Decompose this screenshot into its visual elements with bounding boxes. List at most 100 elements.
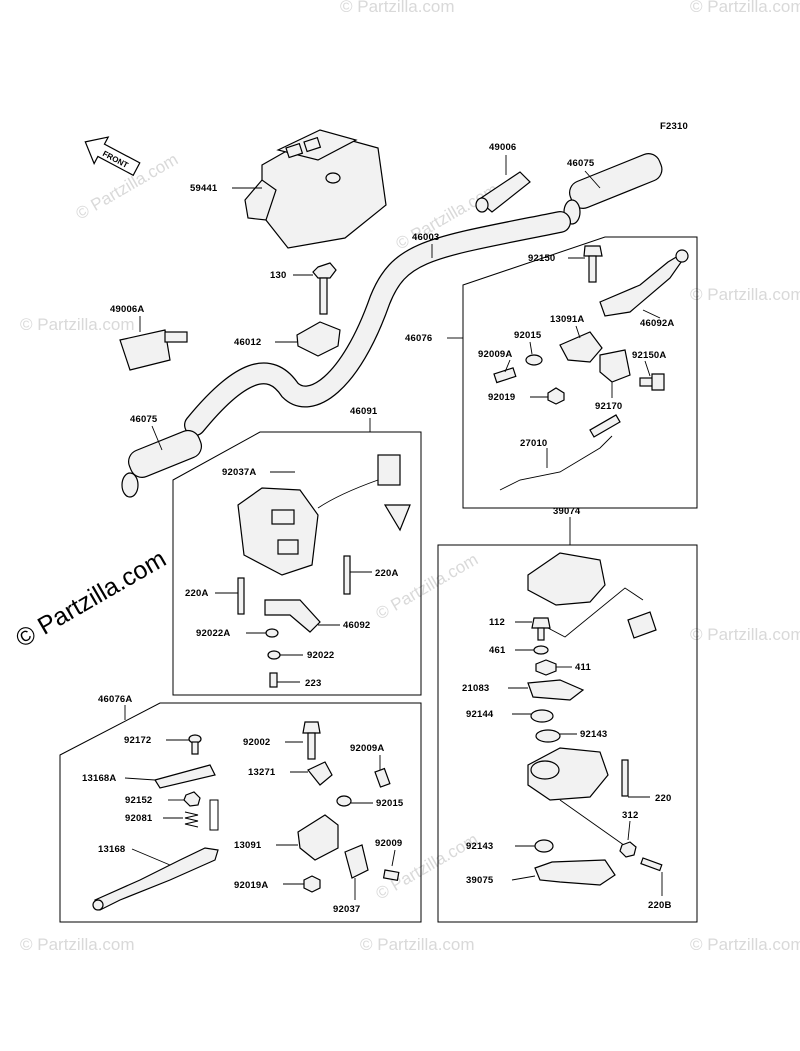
nut-312	[619, 841, 637, 858]
plate-21083	[527, 679, 585, 701]
watermark: © Partzilla.com	[20, 315, 135, 334]
label-39074: 39074	[553, 506, 581, 517]
right-handle-grip	[563, 153, 663, 225]
label-92037A: 92037A	[222, 467, 256, 478]
label-46076: 46076	[405, 333, 432, 344]
label-46003: 46003	[412, 232, 439, 243]
label-92015: 92015	[514, 330, 542, 341]
label-92019A: 92019A	[234, 880, 268, 891]
label-13168A: 13168A	[82, 773, 116, 784]
label-112: 112	[489, 617, 505, 628]
throttle-lever-39075	[534, 859, 616, 886]
throttle-case-box: 39074	[437, 506, 698, 923]
label-13091: 13091	[234, 840, 262, 851]
label-46075-left: 46075	[130, 414, 158, 425]
label-13091A: 13091A	[550, 314, 584, 325]
clamp-92170	[599, 349, 631, 383]
lever-46092	[264, 599, 321, 633]
label-21083: 21083	[462, 683, 489, 694]
watermark: © Partzilla.com	[373, 550, 482, 624]
bolt-130	[312, 262, 337, 315]
collar-92143	[535, 729, 561, 743]
label-92009A: 92009A	[478, 349, 512, 360]
handlebar-cover	[244, 129, 387, 249]
plate-13168A	[154, 764, 216, 789]
pin-92172	[188, 734, 202, 755]
label-312: 312	[622, 810, 638, 821]
nut-92152	[183, 791, 201, 807]
label-220B: 220B	[648, 900, 672, 911]
holder-13091A	[559, 331, 603, 363]
watermark: © Partzilla.com	[690, 625, 800, 644]
figure-code: F2310	[660, 121, 688, 132]
watermark: © Partzilla.com	[20, 935, 135, 954]
screw-220A-left	[237, 577, 245, 615]
label-13271: 13271	[248, 767, 276, 778]
left-cap-49006A	[119, 329, 188, 371]
label-92150: 92150	[528, 253, 555, 264]
label-27010: 27010	[520, 438, 547, 449]
handlebar-holder	[296, 321, 341, 357]
watermark: © Partzilla.com	[690, 935, 800, 954]
label-223: 223	[305, 678, 321, 689]
lever-46092A	[599, 255, 685, 317]
label-220: 220	[655, 793, 671, 804]
label-92143-top: 92143	[580, 729, 607, 740]
washer-92015-lower	[336, 795, 352, 807]
label-92015-lower: 92015	[376, 798, 404, 809]
clamp-92037	[344, 844, 369, 879]
left-handle-grip	[121, 429, 203, 498]
label-46091: 46091	[350, 406, 378, 417]
label-92009A-lower: 92009A	[350, 743, 384, 754]
label-39075: 39075	[466, 875, 494, 886]
nut-92019	[547, 387, 565, 405]
label-461: 461	[489, 645, 506, 656]
screw-220	[621, 759, 629, 797]
washer-92022A	[265, 628, 279, 638]
label-92009: 92009	[375, 838, 402, 849]
label-92022: 92022	[307, 650, 334, 661]
label-92170: 92170	[595, 401, 622, 412]
label-46076A: 46076A	[98, 694, 132, 705]
label-92081: 92081	[125, 813, 153, 824]
label-220A-left: 220A	[185, 588, 209, 599]
bolt-92002	[302, 721, 321, 760]
bolt-92150	[583, 245, 603, 283]
screw-220A-right	[343, 555, 351, 595]
label-92143-bottom: 92143	[466, 841, 493, 852]
label-92150A: 92150A	[632, 350, 666, 361]
bolt-92009	[382, 869, 400, 882]
nut-92019A	[303, 875, 321, 893]
watermark: © Partzilla.com	[690, 285, 800, 304]
label-13168: 13168	[98, 844, 125, 855]
handlebar	[184, 211, 571, 436]
label-220A-right: 220A	[375, 568, 399, 579]
label-92022A: 92022A	[196, 628, 230, 639]
washer-92015	[525, 354, 543, 366]
washer-92022	[267, 650, 281, 660]
screw-92009A-lower	[374, 767, 391, 788]
cable-27010	[499, 414, 621, 491]
watermark: © Partzilla.com	[690, 0, 800, 16]
switch-assembly-box: 46091	[172, 406, 422, 696]
label-49006A: 49006A	[110, 304, 144, 315]
front-arrow: FRONT	[84, 136, 141, 177]
screw-220B	[640, 857, 663, 872]
spring-92144	[530, 709, 554, 723]
label-92144: 92144	[466, 709, 494, 720]
bolt-92009A	[493, 367, 517, 384]
nut-411	[535, 659, 557, 676]
lower-lever-assembly-box: 46076A	[59, 694, 422, 923]
label-46012: 46012	[234, 337, 261, 348]
washer-461	[533, 645, 549, 655]
watermark: © Partzilla.com	[360, 935, 475, 954]
label-130: 130	[270, 270, 286, 281]
label-46092A: 46092A	[640, 318, 674, 329]
lever-assembly-box: 46076	[405, 236, 698, 509]
screw-223	[269, 672, 278, 688]
label-92019: 92019	[488, 392, 515, 403]
label-92037: 92037	[333, 904, 360, 915]
spring-92081	[184, 811, 199, 828]
